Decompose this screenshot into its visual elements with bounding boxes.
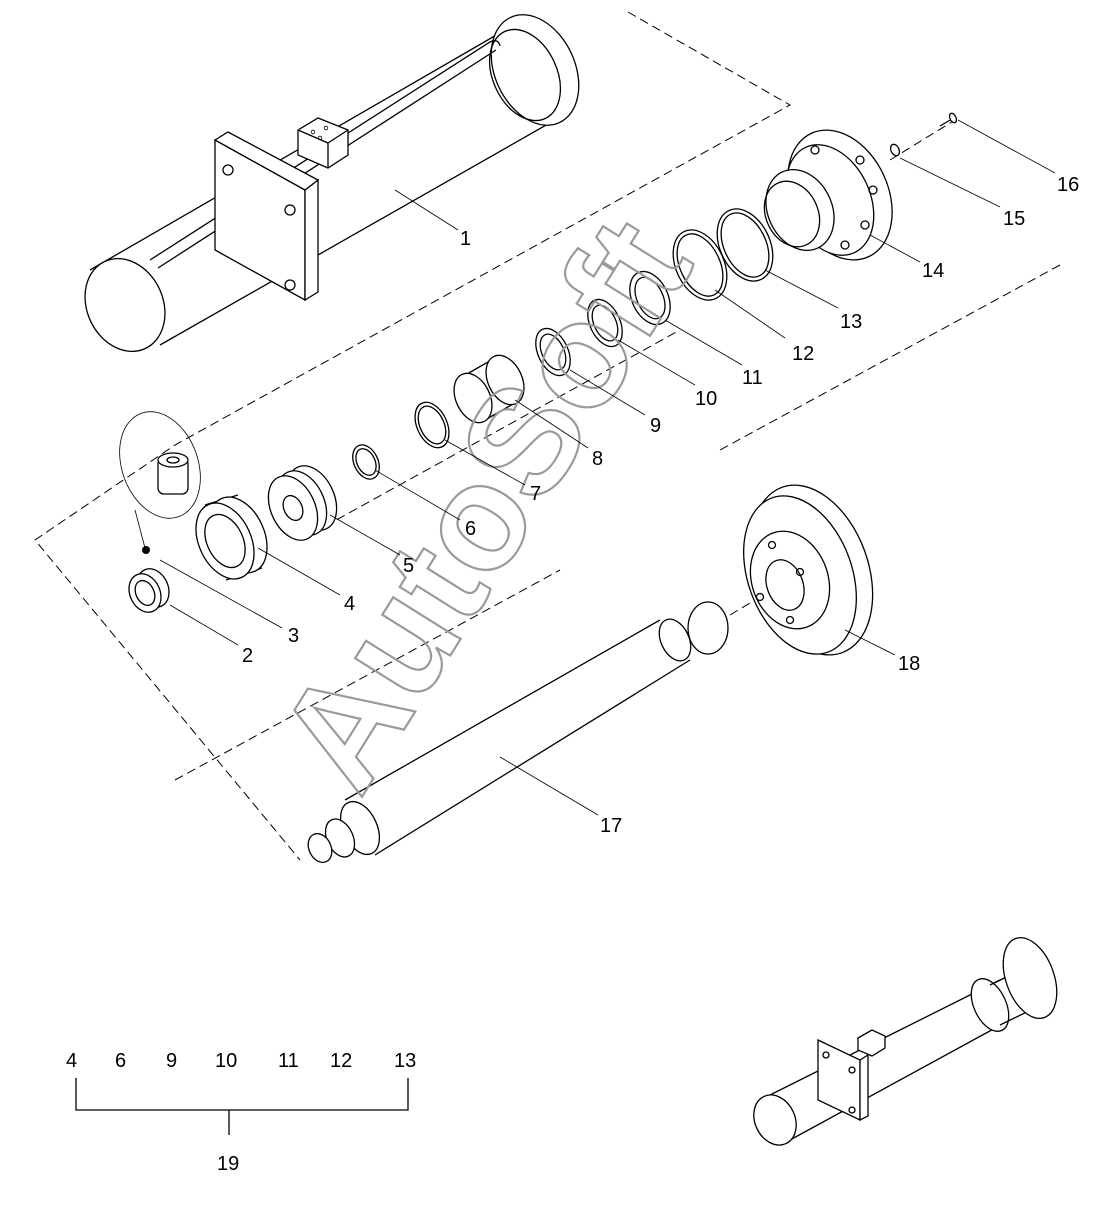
callout-18: 18 (898, 653, 920, 675)
callout-7: 7 (530, 483, 541, 505)
part-15-washer (889, 143, 901, 157)
part-7-o-ring (414, 401, 450, 449)
kit-total-19: 19 (217, 1153, 239, 1175)
part-16-bolt (939, 112, 958, 127)
kit-item-11: 11 (278, 1050, 299, 1072)
kit-legend: 4 6 9 10 11 12 13 19 (66, 1050, 416, 1175)
callout-4: 4 (344, 593, 355, 615)
part-12-o-ring (672, 229, 728, 301)
part-14-cylinder-head (763, 129, 893, 261)
callout-10: 10 (695, 388, 717, 410)
part-8-guide-bushing (453, 354, 525, 424)
callout-9: 9 (650, 415, 661, 437)
kit-item-4: 4 (66, 1050, 77, 1072)
callout-14: 14 (922, 260, 944, 282)
part-5-piston (267, 465, 338, 541)
kit-item-10: 10 (215, 1050, 237, 1072)
part-9-wiper-ring (535, 327, 571, 377)
leader-lines (159, 119, 1056, 816)
callout-3: 3 (288, 625, 299, 647)
callout-16: 16 (1057, 174, 1079, 196)
part-18-rod-end-flange (743, 484, 874, 656)
part-1-cylinder-tube (84, 14, 580, 353)
part-2-bushing (128, 568, 170, 613)
callout-6: 6 (465, 518, 476, 540)
callout-11: 11 (742, 367, 763, 389)
callout-numbers: 1 2 3 4 5 6 7 8 9 10 11 12 13 14 15 16 1… (242, 174, 1079, 837)
part-4-seal-housing (195, 494, 268, 581)
part-6-backup-ring (352, 444, 380, 480)
part-10-rod-seal (587, 298, 623, 348)
callout-12: 12 (792, 343, 814, 365)
part-11-piston-seal (629, 270, 671, 326)
part-17-piston-rod (307, 601, 729, 864)
callout-13: 13 (840, 311, 862, 333)
kit-item-9: 9 (166, 1050, 177, 1072)
callout-2: 2 (242, 645, 253, 667)
callout-8: 8 (592, 448, 603, 470)
kit-item-6: 6 (115, 1050, 126, 1072)
kit-bracket (75, 1078, 409, 1111)
kit-item-12: 12 (330, 1050, 352, 1072)
callout-15: 15 (1003, 208, 1025, 230)
assembled-cylinder-thumbnail (753, 937, 1058, 1146)
callout-1: 1 (460, 228, 471, 250)
assembly-axis-lines (34, 11, 1061, 861)
callout-5: 5 (403, 555, 414, 577)
callout-17: 17 (600, 815, 622, 837)
kit-item-13: 13 (394, 1050, 416, 1072)
part-3-detail-view (119, 411, 201, 554)
